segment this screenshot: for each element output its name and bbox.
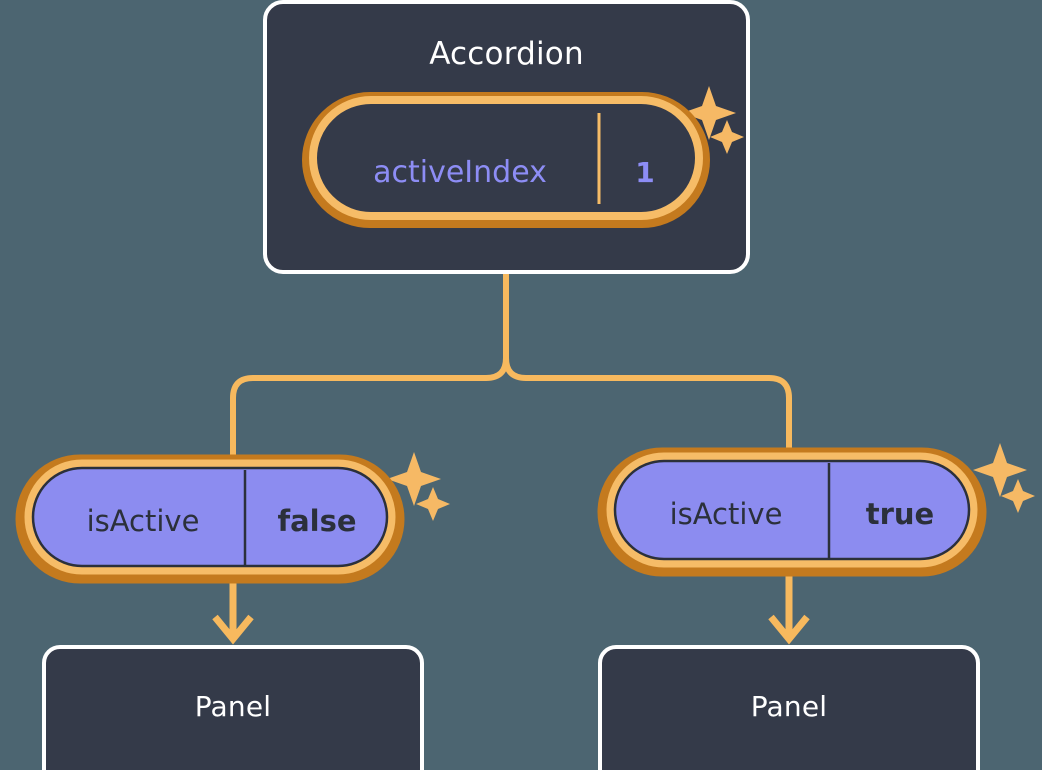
panel-card-right[interactable] <box>598 645 980 770</box>
arrow-down-icon-left <box>212 614 254 645</box>
four-point-star-small-icon-left <box>416 487 450 521</box>
state-pill-left-inner-stroke <box>31 466 389 568</box>
four-point-star-small-icon-right <box>1001 479 1035 513</box>
panel-card-left[interactable] <box>42 645 424 770</box>
state-pill-right-inner-stroke <box>613 459 971 561</box>
four-point-star-icon-accordion-large <box>682 86 736 140</box>
arrow-down-icon-right <box>768 614 810 645</box>
four-point-star-icon-left-large <box>387 452 441 506</box>
branch-connector-right <box>503 357 792 462</box>
state-pill-accordion-ring <box>309 96 703 220</box>
branch-connector-left <box>230 357 509 462</box>
four-point-star-icon-right-large <box>973 443 1027 497</box>
four-point-star-small-icon-accordion <box>710 120 744 154</box>
